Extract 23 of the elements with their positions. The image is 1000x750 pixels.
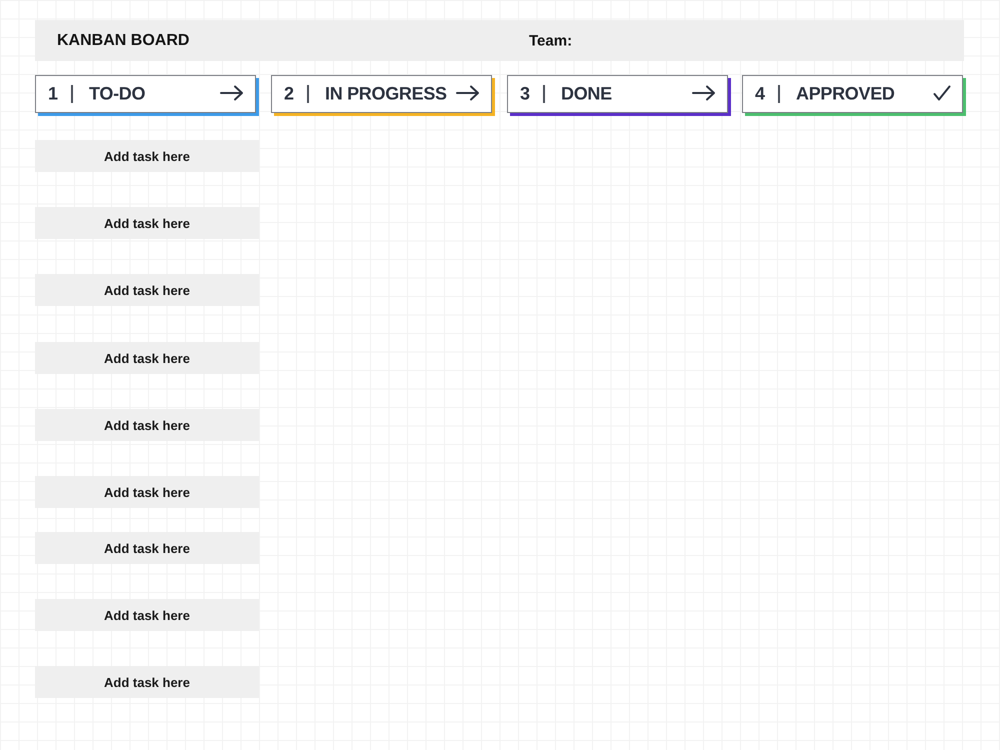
column-header <box>507 75 731 116</box>
task-label: Add task here <box>104 540 190 556</box>
column-title: TO-DO <box>89 83 146 104</box>
column-number: 4 <box>755 83 765 104</box>
column-title: DONE <box>561 83 612 104</box>
task-label: Add task here <box>104 608 190 622</box>
task-label: Add task here <box>104 484 190 500</box>
team-label: Team: <box>529 32 572 49</box>
column-header <box>35 75 259 116</box>
column-title: IN PROGRESS <box>325 83 447 104</box>
task-label: Add task here <box>104 216 190 230</box>
column-number: 3 <box>520 83 530 104</box>
column-title: APPROVED <box>796 83 895 104</box>
column-header <box>742 75 966 116</box>
task-label: Add task here <box>104 148 190 164</box>
task-label: Add task here <box>104 350 190 366</box>
task-label: Add task here <box>104 282 190 298</box>
column-number: 1 <box>48 83 58 104</box>
task-label: Add task here <box>104 674 190 690</box>
column-number: 2 <box>284 83 294 104</box>
board-title: KANBAN BOARD <box>57 32 190 50</box>
column-header <box>271 75 495 116</box>
task-label: Add task here <box>104 418 190 432</box>
